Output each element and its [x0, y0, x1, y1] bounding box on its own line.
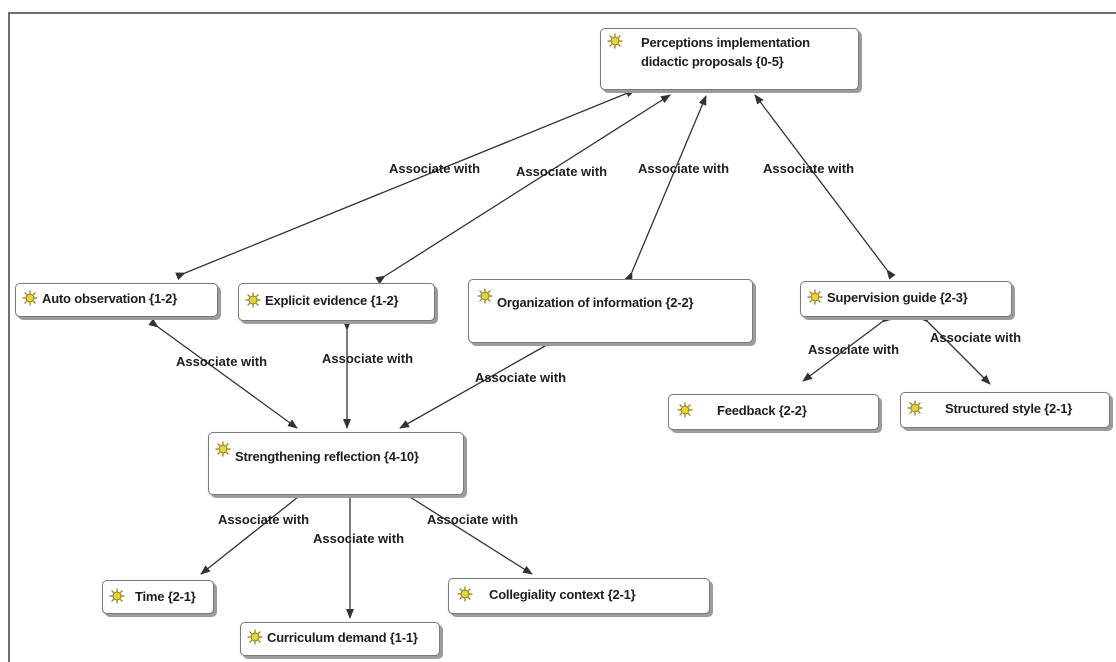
- node-label: Feedback {2-2}: [717, 403, 807, 418]
- link-auto-observation-perceptions: [175, 89, 636, 281]
- link-organization-perceptions: [624, 95, 707, 282]
- edge-label-supervision-feedback: Associate with: [808, 342, 899, 357]
- node-organization[interactable]: Organization of information {2-2}: [468, 279, 753, 343]
- edge-label-auto-observation-strengthening: Associate with: [176, 354, 267, 369]
- link-explicit-evidence-perceptions: [375, 94, 671, 285]
- link-supervision-structured: [918, 312, 991, 385]
- node-curriculum[interactable]: Curriculum demand {1-1}: [240, 622, 440, 656]
- edge-label-strengthening-time: Associate with: [218, 512, 309, 527]
- link-supervision-perceptions: [754, 94, 896, 280]
- node-strengthening[interactable]: Strengthening reflection {4-10}: [208, 432, 464, 495]
- code-sun-icon: [245, 292, 261, 308]
- link-strengthening-collegiality: [400, 488, 533, 575]
- edge-label-supervision-perceptions: Associate with: [763, 161, 854, 176]
- node-label: Time {2-1}: [135, 589, 196, 604]
- node-time[interactable]: Time {2-1}: [102, 580, 214, 614]
- edge-label-organization-strengthening: Associate with: [475, 370, 566, 385]
- code-sun-icon: [109, 588, 125, 604]
- link-organization-strengthening: [399, 338, 555, 429]
- edge-label-organization-perceptions: Associate with: [638, 161, 729, 176]
- link-auto-observation-strengthening: [148, 318, 298, 429]
- node-label: Organization of information {2-2}: [497, 295, 694, 310]
- code-sun-icon: [457, 586, 473, 602]
- node-structured[interactable]: Structured style {2-1}: [900, 392, 1110, 428]
- node-label: Structured style {2-1}: [945, 401, 1073, 416]
- edge-label-supervision-structured: Associate with: [930, 330, 1021, 345]
- node-supervision[interactable]: Supervision guide {2-3}: [800, 281, 1012, 317]
- edge-label-auto-observation-perceptions: Associate with: [389, 161, 480, 176]
- node-auto-observation[interactable]: Auto observation {1-2}: [15, 283, 218, 317]
- node-label: Strengthening reflection {4-10}: [235, 449, 419, 464]
- node-explicit-evidence[interactable]: Explicit evidence {1-2}: [238, 283, 435, 321]
- code-sun-icon: [607, 33, 623, 49]
- code-sun-icon: [247, 629, 263, 645]
- node-feedback[interactable]: Feedback {2-2}: [668, 394, 879, 430]
- code-sun-icon: [22, 290, 38, 306]
- code-sun-icon: [215, 441, 231, 457]
- node-label: Explicit evidence {1-2}: [265, 293, 399, 308]
- code-sun-icon: [907, 400, 923, 416]
- diagram-frame: [8, 12, 1116, 662]
- node-label: Auto observation {1-2}: [42, 291, 178, 306]
- edge-label-explicit-evidence-strengthening: Associate with: [322, 351, 413, 366]
- node-label: Supervision guide {2-3}: [827, 290, 968, 305]
- node-label: Curriculum demand {1-1}: [267, 630, 418, 645]
- node-collegiality[interactable]: Collegiality context {2-1}: [448, 578, 710, 614]
- code-sun-icon: [477, 288, 493, 304]
- code-sun-icon: [807, 289, 823, 305]
- node-label: Collegiality context {2-1}: [489, 587, 636, 602]
- code-sun-icon: [677, 402, 693, 418]
- node-perceptions[interactable]: Perceptions implementation didactic prop…: [600, 28, 859, 90]
- edge-label-strengthening-curriculum: Associate with: [313, 531, 404, 546]
- node-label: Perceptions implementation didactic prop…: [641, 35, 810, 69]
- link-supervision-feedback: [802, 313, 892, 382]
- edge-label-explicit-evidence-perceptions: Associate with: [516, 164, 607, 179]
- edge-label-strengthening-collegiality: Associate with: [427, 512, 518, 527]
- link-strengthening-time: [200, 488, 308, 575]
